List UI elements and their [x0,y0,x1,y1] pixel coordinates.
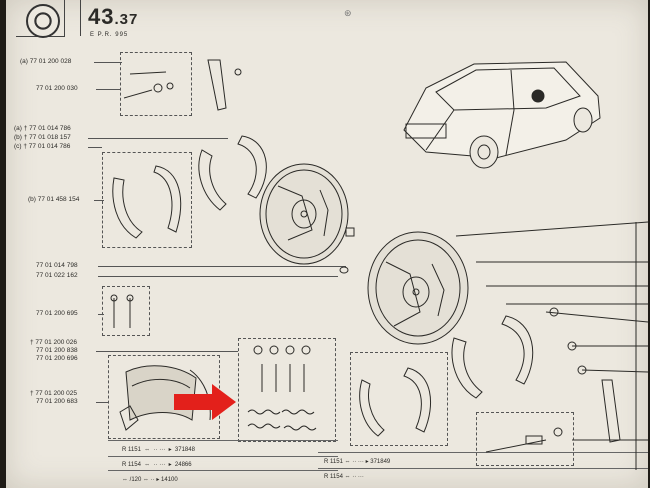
leader-line [94,200,104,201]
ref-026: † 77 01 200 026 [30,339,77,346]
table-row: ⇔ /120 ⇔ ·· ▸ 14100 [122,477,178,483]
ref-162: 77 01 022 162 [36,272,78,279]
ref-695: 77 01 200 695 [36,310,78,317]
table-row: R 1151 ⇔ ·· ··· ▸ 371849 [324,459,391,465]
ref-a-786: (a) † 77 01 014 786 [14,125,71,132]
leader-line [88,147,102,148]
brake-shoes-lower [359,367,431,437]
header-divider [80,0,81,36]
parts-box-springs [238,338,336,442]
table-line [318,468,648,469]
brand-logo [26,4,60,38]
ref-025: † 77 01 200 025 [30,390,77,397]
lever-parts [123,59,242,111]
red-arrow-indicator [174,384,236,420]
leader-line [94,62,122,63]
right-leaders [455,221,648,470]
leader-line [88,138,228,139]
parts-box-pins [102,286,150,336]
backing-plate-2 [367,231,469,345]
wheel-cylinder [485,427,563,453]
leader-line [96,402,108,403]
page-number: 43.37 [88,4,139,29]
table-line [318,452,648,453]
car-illustration [403,61,601,169]
ref-798: 77 01 014 798 [36,262,78,269]
leader-line [96,351,238,352]
ref-683: 77 01 200 683 [36,398,78,405]
ref-696: 77 01 200 696 [36,355,78,362]
parts-box-cylinder [476,412,574,466]
pins [110,294,134,328]
leader-line [98,266,346,267]
ref-a-028: (a) 77 01 200 028 [20,58,72,65]
page-code: E P.R. 995 [90,32,129,38]
springs-kit [247,345,317,431]
ref-c-786: (c) † 77 01 014 786 [14,143,71,150]
table-row: R 1154 ⇔ ·· ··· ▸ 24866 [122,462,192,468]
leader-line [98,314,104,315]
table-line [108,456,338,457]
leader-line [96,89,120,90]
binder-hole-icon: ⊛ [344,8,352,18]
ref-b-154: (b) 77 01 458 154 [28,196,80,203]
table-line [108,470,338,471]
parts-box-shoes-2 [350,352,448,446]
backing-plate-1 [259,163,349,265]
exploded-brake-diagram [110,59,648,470]
plug [339,266,349,274]
table-line [108,440,338,441]
table-row: R 1154 ⇔ ·· ··· [324,474,364,480]
ref-b-157: (b) † 77 01 018 157 [14,134,71,141]
adjuster-block [345,227,355,237]
brake-shoes-upper [112,135,267,239]
table-row: R 1151 ⇔ ·· ··· ▸ 371848 [122,447,195,453]
ref-838: 77 01 200 838 [36,347,78,354]
parts-box-shoes [102,152,192,248]
brake-shoes-right [451,307,621,443]
catalog-page: 43.37 E P.R. 995 ⊛ (a) 77 01 200 028 77 … [6,0,648,488]
parts-box-levers [120,52,192,116]
leader-line [98,276,338,277]
ref-030: 77 01 200 030 [36,85,78,92]
